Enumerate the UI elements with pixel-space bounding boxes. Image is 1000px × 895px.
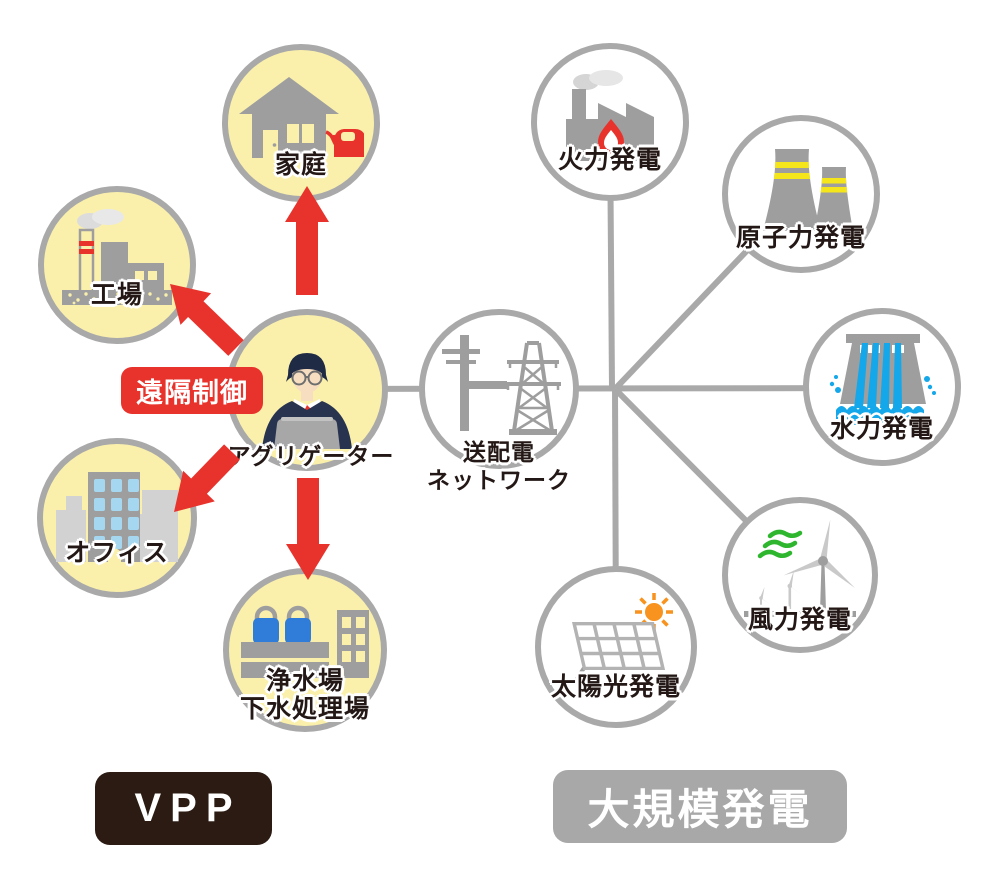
nuclear-label: 原子力発電 <box>735 224 866 253</box>
wind-label: 風力発電 <box>747 606 852 635</box>
home-circle: 家庭 <box>222 44 380 202</box>
arrow-down-icon <box>286 478 330 580</box>
office-building-icon <box>56 472 178 562</box>
water-treatment-label: 浄水場下水処理場 <box>239 666 370 724</box>
nuclear-power-icon <box>763 149 853 231</box>
nuclear-circle: 原子力発電 <box>722 115 880 273</box>
person-laptop-icon <box>262 353 352 449</box>
solar-circle: 太陽光発電 <box>535 566 697 728</box>
factory-label: 工場 <box>90 281 143 310</box>
hydro-circle: 水力発電 <box>803 308 961 466</box>
wind-circle: 風力発電 <box>722 497 878 653</box>
arrow-up-icon <box>285 186 329 295</box>
water-treatment-circle: 浄水場下水処理場 <box>223 568 387 732</box>
hydro-label: 水力発電 <box>829 415 934 444</box>
thermal-circle: 火力発電 <box>531 43 689 201</box>
office-label: オフィス <box>65 539 169 568</box>
aggregator-label: アグリゲーター <box>227 443 395 469</box>
solar-label: 太陽光発電 <box>550 673 681 702</box>
vpp-group-label: VPP <box>95 772 272 845</box>
water-treatment-icon <box>241 605 369 678</box>
thermal-label: 火力発電 <box>557 146 662 175</box>
network-label: 送配電ネットワーク <box>427 439 571 494</box>
home-label: 家庭 <box>274 151 327 180</box>
hydro-power-icon <box>829 334 936 425</box>
transmission-tower-icon <box>442 335 561 435</box>
factory-icon <box>62 209 172 305</box>
remote-control-badge: 遠隔制御 <box>121 367 263 414</box>
solar-power-icon <box>572 593 673 685</box>
house-ev-icon <box>239 77 364 158</box>
large-scale-generation-label: 大規模発電 <box>553 770 847 843</box>
office-circle: オフィス <box>37 438 197 598</box>
factory-circle: 工場 <box>38 186 196 344</box>
